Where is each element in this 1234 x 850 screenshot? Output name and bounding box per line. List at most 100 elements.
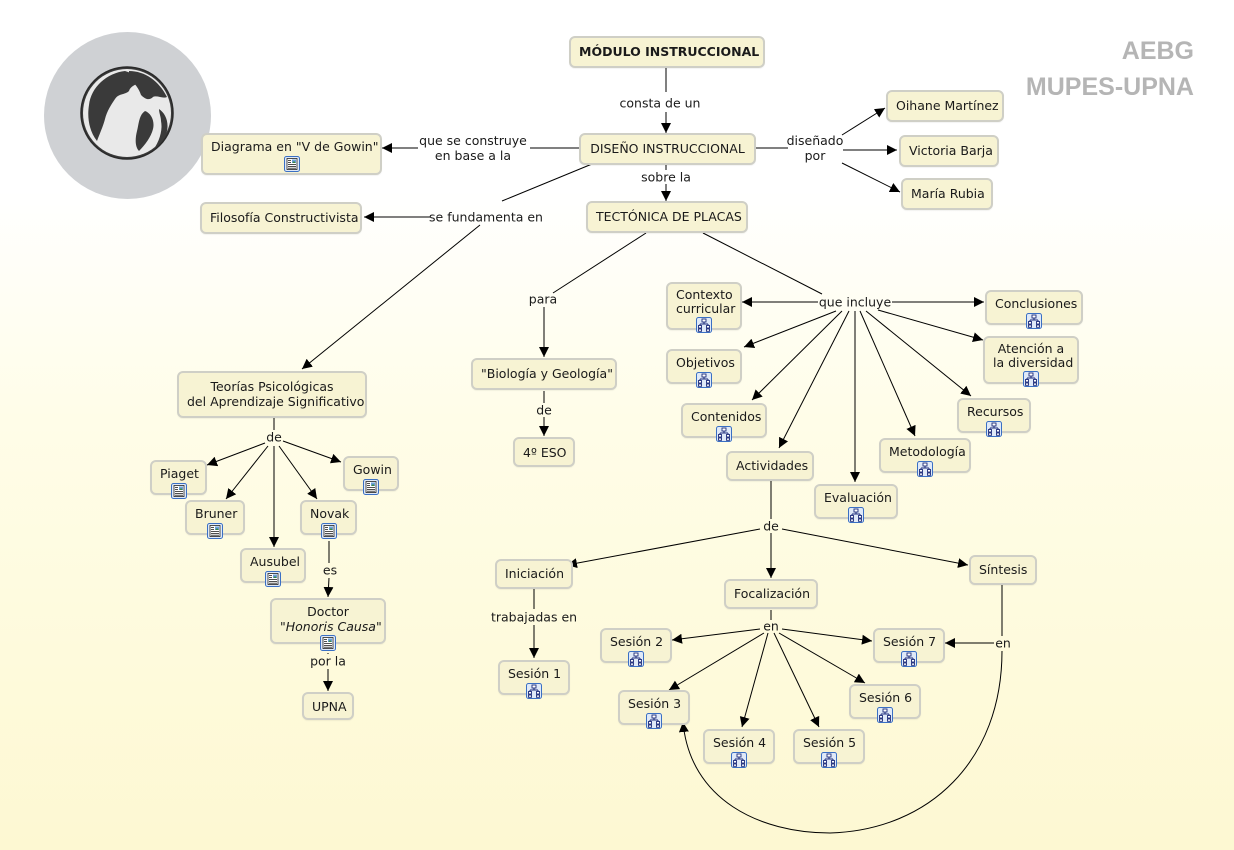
concept-sesion-4[interactable]: Sesión 4 <box>703 729 775 768</box>
submap-icon[interactable] <box>731 752 747 768</box>
concept-label: Metodología <box>889 444 966 459</box>
concept-bruner[interactable]: Bruner <box>185 500 245 539</box>
concept-evaluacion[interactable]: Evaluación <box>814 484 898 523</box>
submap-icon[interactable] <box>696 317 712 333</box>
concept-contexto-curricular[interactable]: Contexto curricular <box>666 282 742 333</box>
concept-recursos[interactable]: Recursos <box>957 398 1031 437</box>
concept-sesion-3[interactable]: Sesión 3 <box>618 690 690 729</box>
concept-sesion-7[interactable]: Sesión 7 <box>873 628 945 667</box>
document-icon[interactable] <box>207 523 223 539</box>
concept-filosofia-constructivista[interactable]: Filosofía Constructivista <box>200 202 362 234</box>
link-phrase-para[interactable]: para <box>528 291 558 307</box>
concept-sesion-2[interactable]: Sesión 2 <box>600 628 672 667</box>
brand-line-1: AEBG <box>1121 37 1194 65</box>
concept-sintesis[interactable]: Síntesis <box>969 555 1037 585</box>
link-phrase-trabajadas-en[interactable]: trabajadas en <box>490 609 578 625</box>
link-phrase-que-se-construye[interactable]: que se construye en base a la <box>418 133 528 163</box>
submap-icon[interactable] <box>716 426 732 442</box>
link-phrase-line1: diseñado <box>786 133 844 148</box>
link-phrase-que-incluye[interactable]: que incluye <box>818 294 892 310</box>
concept-piaget[interactable]: Piaget <box>150 460 207 499</box>
link-phrase-de-biologia[interactable]: de <box>536 402 552 418</box>
connector-incluye-contenidos <box>751 310 843 401</box>
concept-label: Sesión 6 <box>859 690 913 705</box>
submap-icon[interactable] <box>628 651 644 667</box>
concept-maria-rubia[interactable]: María Rubia <box>901 178 993 210</box>
submap-icon[interactable] <box>901 651 917 667</box>
concept-actividades[interactable]: Actividades <box>726 451 814 481</box>
concept-metodologia[interactable]: Metodología <box>879 438 971 477</box>
connector-es-doctor <box>323 577 334 598</box>
link-phrase-en-focalizacion[interactable]: en <box>763 618 779 634</box>
submap-icon[interactable] <box>821 752 837 768</box>
link-phrase-line1: que se construye <box>419 133 527 148</box>
connector-en-sesion7 <box>781 628 873 645</box>
connector-en-sesion3-curve <box>678 650 1003 834</box>
concept-sesion-1[interactable]: Sesión 1 <box>498 660 570 699</box>
connector-incluye-metodologia <box>859 310 916 437</box>
concept-v-de-gowin[interactable]: Diagrama en "V de Gowin" <box>201 133 382 175</box>
link-phrase-sobre-la[interactable]: sobre la <box>641 169 691 185</box>
submap-icon[interactable] <box>848 507 864 523</box>
concept-label-line2: curricular <box>676 301 736 316</box>
document-icon[interactable] <box>265 571 281 587</box>
concept-ausubel[interactable]: Ausubel <box>240 548 306 587</box>
concept-label-line2: del Aprendizaje Significativo <box>187 394 365 409</box>
concept-focalizacion[interactable]: Focalización <box>724 579 818 609</box>
link-phrase-se-fundamenta-en[interactable]: se fundamenta en <box>429 209 543 225</box>
concept-tectonica-de-placas[interactable]: TECTÓNICA DE PLACAS <box>586 201 748 233</box>
concept-conclusiones[interactable]: Conclusiones <box>985 290 1083 329</box>
concept-teorias-psicologicas[interactable]: Teorías Psicológicas del Aprendizaje Sig… <box>177 371 367 418</box>
concept-4-eso[interactable]: 4º ESO <box>513 437 575 467</box>
submap-icon[interactable] <box>526 683 542 699</box>
submap-icon[interactable] <box>877 707 893 723</box>
connector-de-sintesis <box>781 528 969 569</box>
concept-upna[interactable]: UPNA <box>302 692 354 720</box>
concept-diseno-instruccional[interactable]: DISEÑO INSTRUCCIONAL <box>579 133 756 165</box>
brand-label: AEBG MUPES-UPNA <box>1026 33 1194 105</box>
document-icon[interactable] <box>283 156 300 172</box>
concept-victoria-barja[interactable]: Victoria Barja <box>899 135 999 167</box>
concept-novak[interactable]: Novak <box>300 500 357 539</box>
submap-icon[interactable] <box>986 421 1002 437</box>
concept-modulo-instruccional[interactable]: MÓDULO INSTRUCCIONAL <box>569 36 765 68</box>
concept-objetivos[interactable]: Objetivos <box>666 349 742 388</box>
document-icon[interactable] <box>320 523 337 539</box>
concept-label-line1: Doctor <box>307 604 349 619</box>
concept-gowin[interactable]: Gowin <box>343 456 399 495</box>
concept-label: Recursos <box>967 404 1024 419</box>
connector-disenado-maria <box>841 162 901 193</box>
submap-icon[interactable] <box>917 461 933 477</box>
concept-label-line1: Teorías Psicológicas <box>210 379 334 394</box>
submap-icon[interactable] <box>1023 371 1039 387</box>
concept-label: Bruner <box>195 506 238 521</box>
concept-sesion-6[interactable]: Sesión 6 <box>849 684 921 723</box>
concept-atencion-diversidad[interactable]: Atención a la diversidad <box>983 336 1079 387</box>
concept-label: Diagrama en "V de Gowin" <box>211 139 379 154</box>
concept-oihane-martinez[interactable]: Oihane Martínez <box>886 90 1004 122</box>
concept-sesion-5[interactable]: Sesión 5 <box>793 729 865 768</box>
link-phrase-disenado-por[interactable]: diseñado por <box>786 133 845 163</box>
document-icon[interactable] <box>363 479 379 495</box>
link-phrase-es[interactable]: es <box>322 562 338 578</box>
link-phrase-por-la[interactable]: por la <box>310 653 346 669</box>
submap-icon[interactable] <box>646 713 662 729</box>
concept-doctor-honoris-causa[interactable]: Doctor "Honoris Causa" <box>270 598 386 651</box>
submap-icon[interactable] <box>1026 313 1042 329</box>
concept-label: Victoria Barja <box>909 143 993 158</box>
submap-icon[interactable] <box>696 372 712 388</box>
concept-label: Sesión 7 <box>883 634 937 649</box>
concept-contenidos[interactable]: Contenidos <box>681 403 767 442</box>
concept-label: Piaget <box>160 466 199 481</box>
concept-biologia-y-geologia[interactable]: "Biología y Geología" <box>471 358 617 390</box>
connector-tectonica-para <box>552 232 647 294</box>
link-phrase-de-actividades[interactable]: de <box>763 518 779 534</box>
link-phrase-de-teorias[interactable]: de <box>266 429 282 445</box>
link-phrase-consta-de-un[interactable]: consta de un <box>619 95 701 111</box>
document-icon[interactable] <box>170 483 187 499</box>
concept-label-line1: Atención a <box>997 341 1065 356</box>
document-icon[interactable] <box>320 635 336 651</box>
link-phrase-en-sintesis[interactable]: en <box>995 635 1011 651</box>
concept-iniciacion[interactable]: Iniciación <box>495 559 573 589</box>
link-phrase-line2: por <box>804 148 826 163</box>
